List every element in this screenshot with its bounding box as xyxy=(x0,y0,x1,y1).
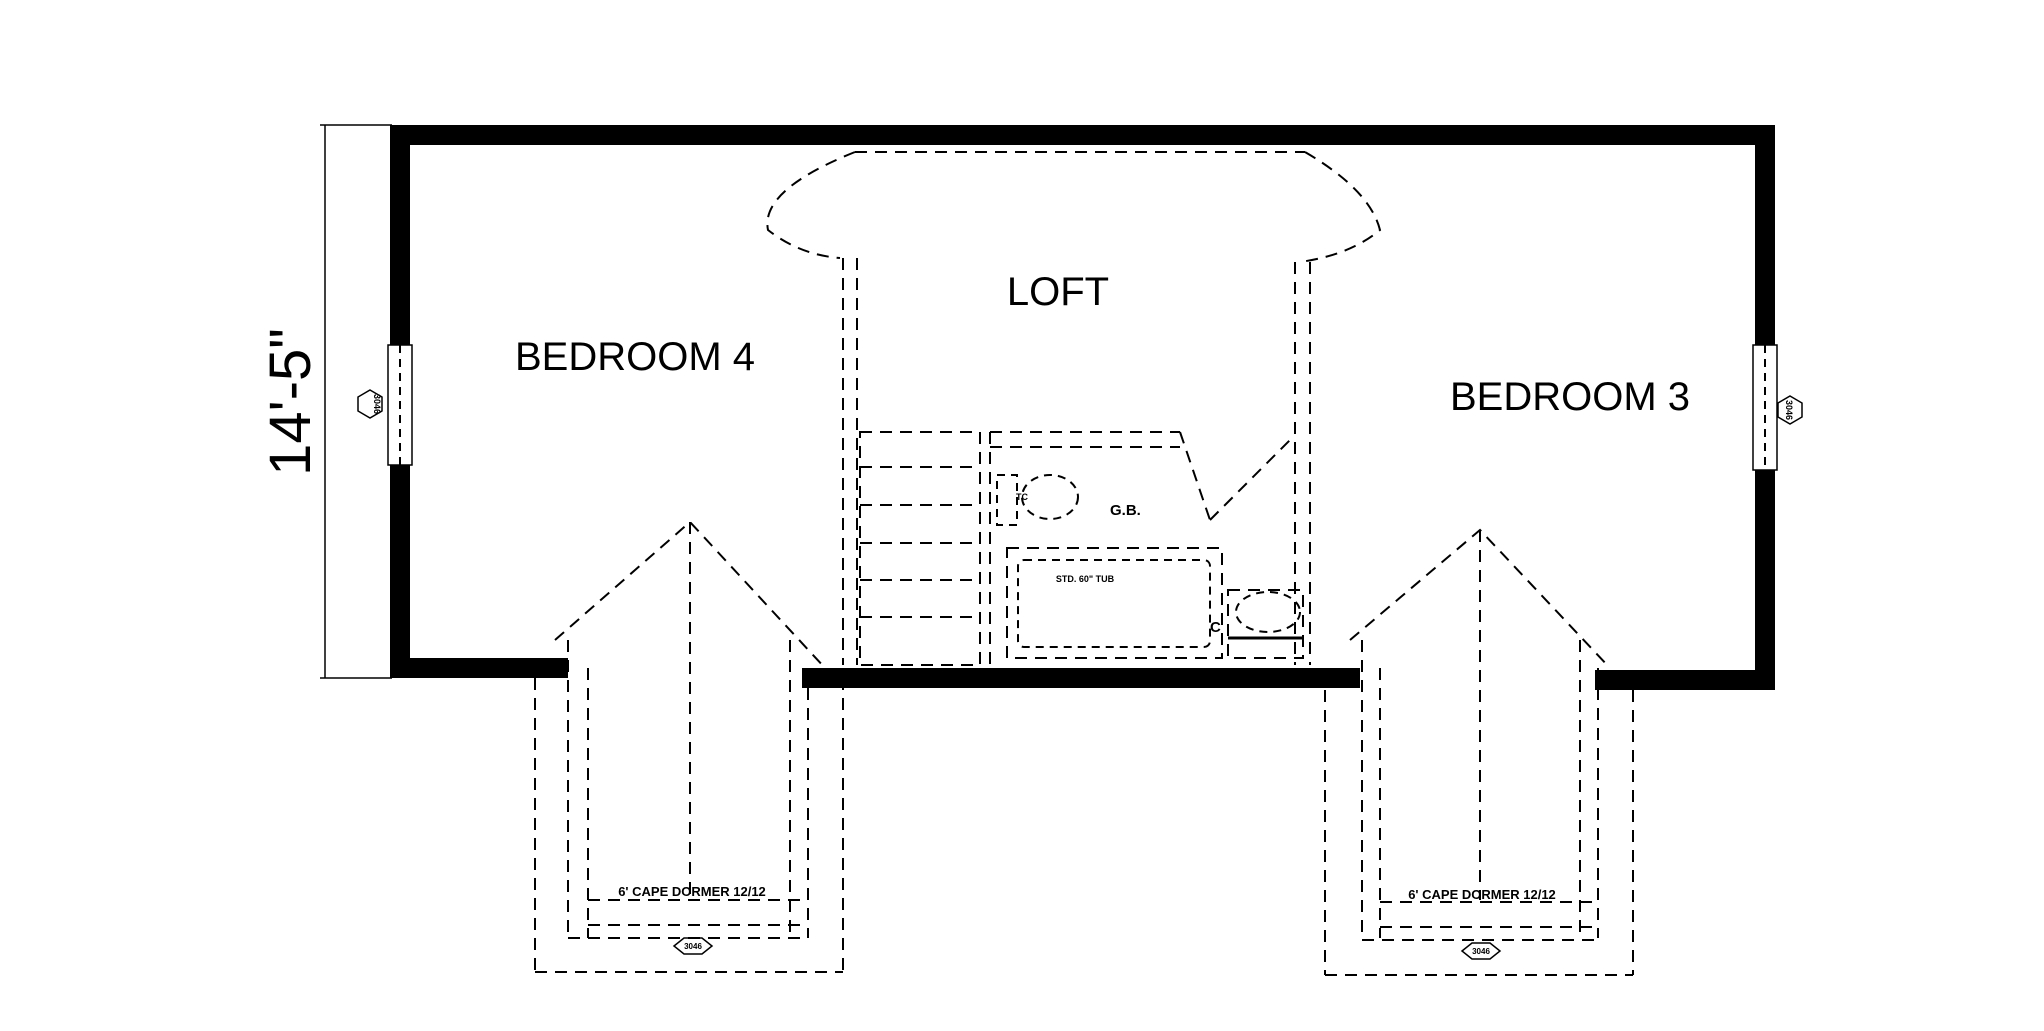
bathroom: TC G.B. STD. 60" TUB C xyxy=(989,431,1304,665)
right-dormer: 6' CAPE DORMER 12/12 3046 xyxy=(1324,528,1634,976)
bedroom-4-label: BEDROOM 4 xyxy=(515,335,755,379)
stairs xyxy=(859,431,981,666)
toilet-mark: TC xyxy=(1016,492,1028,502)
loft-walls xyxy=(766,151,1382,665)
guest-bath-label: G.B. xyxy=(1110,502,1141,519)
left-window-tag: 3046 xyxy=(372,394,382,414)
loft-label: LOFT xyxy=(1007,270,1109,314)
tub-label: STD. 60" TUB xyxy=(1056,574,1115,584)
depth-dimension: 14'-5" xyxy=(258,124,392,679)
left-dormer-label: 6' CAPE DORMER 12/12 xyxy=(618,884,766,899)
left-window: 3046 xyxy=(357,344,413,466)
right-dormer-window-tag: 3046 xyxy=(1472,947,1490,956)
bedroom-3-label: BEDROOM 3 xyxy=(1450,375,1690,419)
right-window-tag: 3046 xyxy=(1784,400,1794,420)
closet-mark: C xyxy=(1210,619,1221,636)
right-window: 3046 xyxy=(1752,344,1803,471)
depth-dimension-label: 14'-5" xyxy=(258,328,323,476)
exterior-walls xyxy=(390,125,1775,690)
left-dormer-window-tag: 3046 xyxy=(684,942,702,951)
left-dormer: 6' CAPE DORMER 12/12 3046 xyxy=(534,520,844,973)
right-dormer-label: 6' CAPE DORMER 12/12 xyxy=(1408,887,1556,902)
